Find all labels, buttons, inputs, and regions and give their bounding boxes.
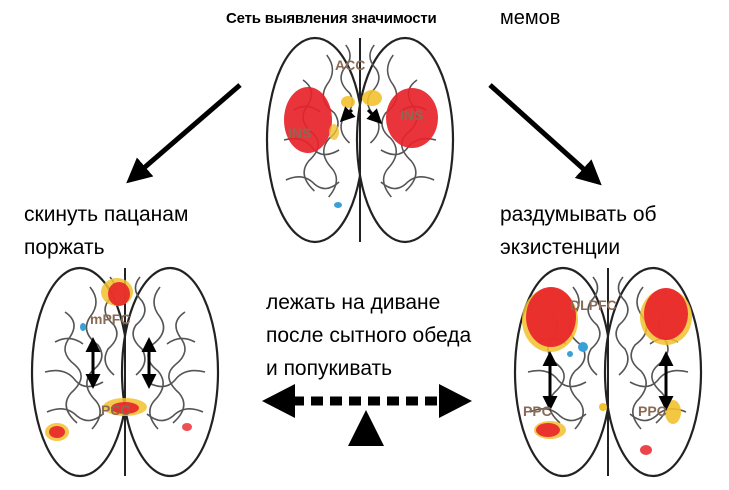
- activation-dlpfc-left: [526, 287, 576, 347]
- activation-pcc: [111, 402, 139, 414]
- label-ppc-left: PPC: [523, 403, 552, 419]
- caption-left-line-1: скинуть пацанам: [24, 203, 189, 226]
- brain-top: ACC INS INS: [265, 36, 455, 244]
- seesaw-fulcrum-triangle: [348, 410, 384, 446]
- activation-dlpfc-right: [644, 288, 688, 340]
- caption-middle-line-1: лежать на диване: [266, 291, 441, 314]
- activation-ins-right: [386, 88, 438, 148]
- caption-right: раздумывать об экзистенции: [500, 198, 657, 264]
- label-acc: ACC: [335, 57, 365, 73]
- label-mpfc: mPFC: [90, 311, 130, 327]
- arrow-to-left: [126, 83, 242, 184]
- label-ins-right: INS: [400, 107, 423, 123]
- caption-middle: лежать на диване после сытного обеда и п…: [266, 286, 471, 385]
- caption-right-line-2: экзистенции: [500, 236, 621, 259]
- caption-right-line-1: раздумывать об: [500, 203, 657, 226]
- caption-left: скинуть пацанам поржать: [24, 198, 188, 264]
- seesaw-arrowhead-right: [439, 384, 472, 418]
- title-suffix: мемов: [500, 7, 561, 29]
- caption-left-line-2: поржать: [24, 236, 105, 259]
- seesaw-arrow: [262, 384, 472, 446]
- title-main: Сеть выявления значимости: [226, 10, 437, 27]
- arrow-to-right: [488, 83, 602, 186]
- label-pcc: PCC: [101, 402, 131, 418]
- activation-mpfc: [108, 282, 130, 306]
- caption-middle-line-2: после сытного обеда: [266, 324, 472, 347]
- brain-right: DLPFC PPC PPC: [513, 266, 703, 478]
- brain-left: mPFC PCC: [30, 266, 220, 478]
- activation-ppc-left: [536, 423, 560, 437]
- activation-ins-left: [284, 87, 332, 153]
- label-ins-left: INS: [288, 125, 311, 141]
- label-ppc-right: PPC: [638, 403, 667, 419]
- caption-middle-line-3: и попукивать: [266, 357, 393, 380]
- seesaw-arrowhead-left: [262, 384, 295, 418]
- label-dlpfc: DLPFC: [570, 297, 617, 313]
